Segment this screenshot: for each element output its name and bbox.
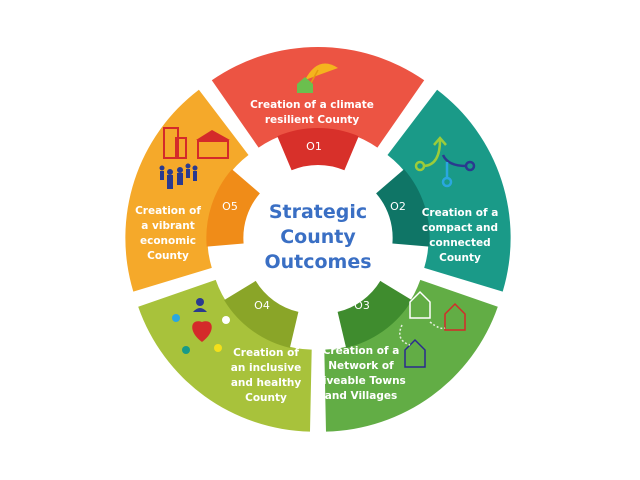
segment-4-label-line-2: an inclusive [231, 362, 301, 374]
segment-4-inner-band [224, 280, 299, 348]
segment-2-label-line-2: compact and [422, 222, 498, 234]
segment-5-label-line-2: a vibrant [141, 220, 194, 232]
umbrella-house-icon [297, 63, 338, 93]
segment-1-number: O1 [306, 140, 322, 153]
segment-2-label-line-4: County [439, 252, 481, 264]
segment-5-number: O5 [222, 200, 238, 213]
segment-3-label-line-4: and Villages [325, 390, 397, 402]
segment-4-label-line-4: County [245, 392, 287, 404]
center-circle [252, 174, 384, 306]
segment-3-label-line-2: Network of [328, 360, 394, 372]
segment-3-label-line-3: Liveable Towns [316, 375, 406, 387]
segment-4-label-line-1: Creation of [233, 347, 299, 359]
segment-3-inner-band [337, 280, 412, 348]
segment-4-number: O4 [254, 299, 270, 312]
segment-4-label-line-3: and healthy [231, 377, 302, 389]
branching-arrow-icon [414, 136, 476, 188]
segment-4-outer [138, 279, 312, 432]
segment-3-label-line-1: Creation of a [323, 345, 400, 357]
center-title-line-3: Outcomes [264, 251, 371, 273]
segment-2-inner-band [376, 169, 430, 247]
segment-2-number: O2 [390, 200, 406, 213]
people-heart-icon [172, 298, 230, 354]
segment-2-label-line-1: Creation of a [422, 207, 499, 219]
segment-5-label-line-1: Creation of [135, 205, 201, 217]
segment-3-number: O3 [354, 299, 370, 312]
segment-5-label-line-4: County [147, 250, 189, 262]
segment-1-inner-band [277, 127, 359, 171]
center-title-line-2: County [280, 226, 356, 248]
segment-1-label-line-1: Creation of a climate [250, 99, 374, 111]
center-title-line-1: Strategic [269, 201, 367, 223]
connected-villages-icon [399, 290, 466, 368]
segment-2-label-line-3: connected [429, 237, 490, 249]
segment-5-inner-band [206, 169, 260, 247]
segment-2-outer [387, 89, 511, 292]
segment-1-outer [211, 47, 425, 148]
segment-3-outer [324, 279, 498, 432]
segment-1-label-line-2: resilient County [265, 114, 360, 126]
segment-5-label-line-3: economic [140, 235, 196, 247]
buildings-people-icon [159, 127, 230, 189]
